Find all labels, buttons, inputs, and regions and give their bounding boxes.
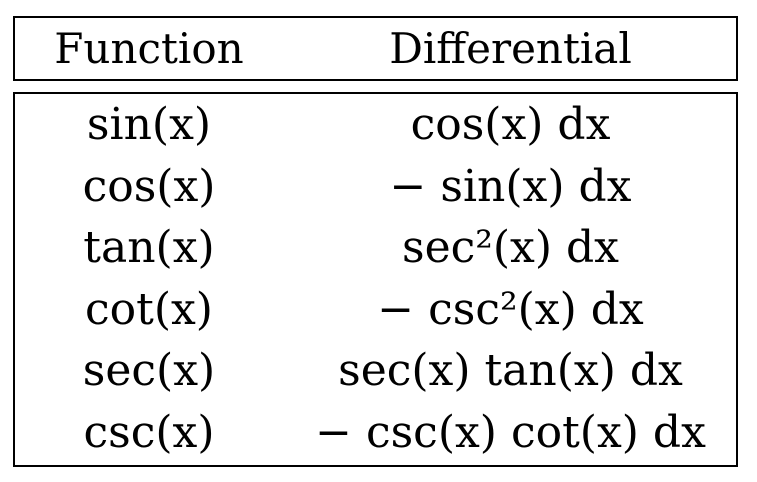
table-body: sin(x) cos(x) dx cos(x) − sin(x) dx tan(…: [13, 92, 738, 467]
table-row: sec(x) sec(x) tan(x) dx: [15, 340, 736, 402]
function-cell: cot(x): [85, 284, 213, 335]
column-header-function: Function: [54, 24, 244, 73]
table-row: csc(x) − csc(x) cot(x) dx: [15, 402, 736, 464]
differential-cell: − csc²(x) dx: [377, 284, 644, 335]
function-cell: csc(x): [83, 407, 215, 458]
table-row: sin(x) cos(x) dx: [15, 94, 736, 156]
function-cell: sec(x): [82, 345, 216, 396]
differential-cell: − sin(x) dx: [389, 161, 632, 212]
table-row: tan(x) sec²(x) dx: [15, 217, 736, 279]
table-row: cos(x) − sin(x) dx: [15, 156, 736, 218]
function-cell: tan(x): [83, 222, 215, 273]
column-header-differential: Differential: [389, 24, 632, 73]
function-cell: sin(x): [86, 99, 212, 150]
table-row: cot(x) − csc²(x) dx: [15, 279, 736, 341]
differential-cell: sec(x) tan(x) dx: [338, 345, 683, 396]
table-header: Function Differential: [13, 16, 738, 81]
function-cell: cos(x): [82, 161, 216, 212]
differential-cell: cos(x) dx: [410, 99, 611, 150]
differential-cell: sec²(x) dx: [401, 222, 619, 273]
differential-cell: − csc(x) cot(x) dx: [315, 407, 706, 458]
